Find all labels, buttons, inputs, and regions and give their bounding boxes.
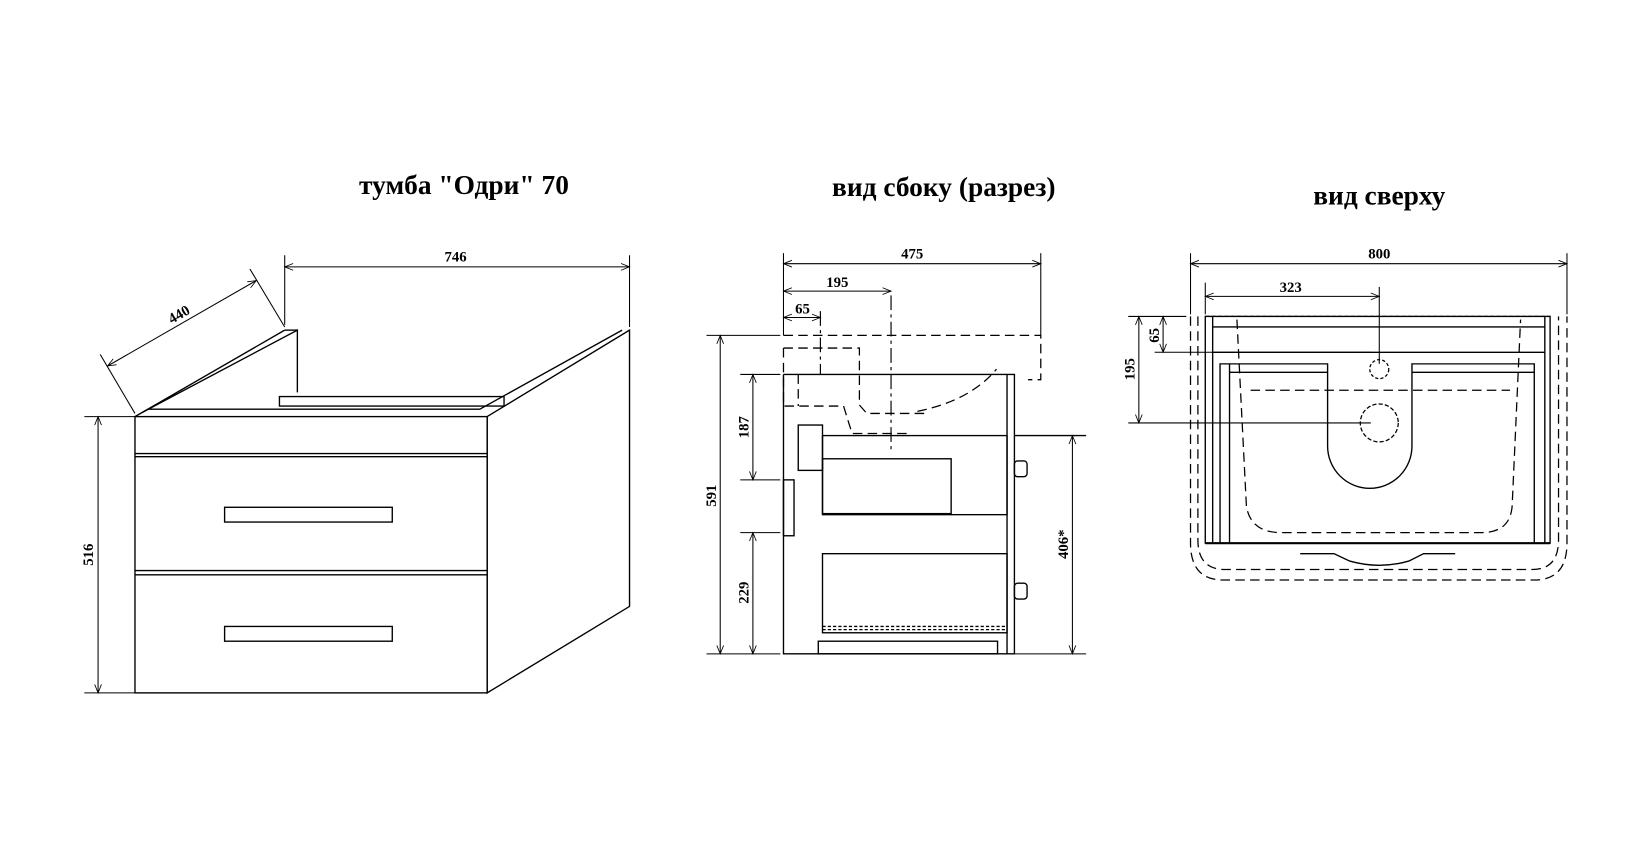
cabinet-isometric: 746 440 516 — [81, 250, 630, 695]
dim-tap-offset: 65 — [795, 301, 810, 317]
dim-drain-offset: 195 — [826, 275, 848, 291]
drawer-handle — [223, 506, 393, 523]
dim-drain-x: 323 — [1280, 280, 1302, 296]
dim-total-height: 591 — [704, 485, 720, 507]
dim-height: 516 — [81, 544, 97, 566]
dim-drain-y: 195 — [1123, 358, 1139, 380]
dim-top-width: 800 — [1368, 246, 1390, 262]
dim-side-depth: 475 — [901, 246, 923, 262]
dim-depth: 440 — [166, 303, 193, 328]
dim-lower: 229 — [737, 582, 753, 604]
dim-width: 746 — [444, 250, 466, 266]
dim-drawer-height: 406* — [1056, 529, 1072, 559]
dim-upper: 187 — [737, 415, 753, 438]
title-top-view: вид сверху — [1313, 181, 1445, 211]
side-section-view: 475 195 65 591 187 229 406* — [704, 246, 1087, 653]
top-view: 800 323 65 195 — [1123, 246, 1567, 581]
title-cabinet: тумба "Одри" 70 — [359, 170, 569, 200]
title-side-view: вид сбоку (разрез) — [832, 172, 1055, 202]
dim-tap-y: 65 — [1147, 328, 1163, 343]
drawer-handle — [223, 625, 393, 642]
